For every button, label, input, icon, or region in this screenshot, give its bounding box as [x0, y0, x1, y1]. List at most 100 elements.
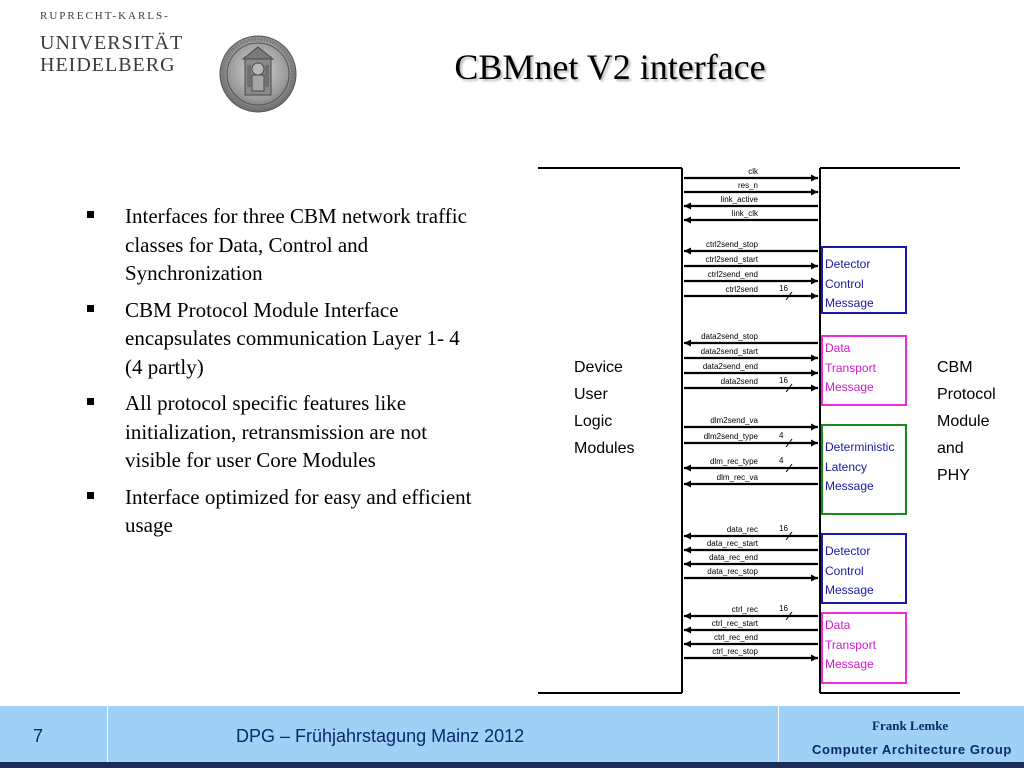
bus-width-slash — [785, 383, 793, 393]
bullet-text: CBM Protocol Module Interface encapsulat… — [125, 297, 460, 379]
interface-diagram-lines — [538, 167, 960, 694]
arrow-head-icon — [684, 339, 691, 347]
signal-label: data2send_stop — [701, 332, 758, 341]
arrow-head-icon — [684, 626, 691, 634]
conference-name: DPG – Frühjahrstagung Mainz 2012 — [236, 726, 525, 746]
bus-width-label: 4 — [779, 456, 784, 465]
university-name-line1: UNIVERSITÄT — [40, 32, 184, 54]
footer-divider — [107, 706, 108, 762]
signal-label: data_rec — [726, 525, 758, 534]
author-name: Frank Lemke — [872, 718, 949, 733]
university-logo: RUPRECHT-KARLS- UNIVERSITÄT HEIDELBERG — [40, 10, 200, 76]
signal-label: ctrl2send — [725, 285, 758, 294]
bus-width-label: 16 — [779, 604, 788, 613]
signal-label: res_n — [737, 181, 758, 190]
arrow-head-icon — [684, 216, 691, 224]
cbm-protocol-module-label: CBM Protocol Module and PHY — [937, 359, 996, 484]
arrow-head-icon — [811, 654, 818, 662]
bullet-square-icon — [87, 491, 94, 499]
bus-width-slash — [785, 438, 793, 448]
bus-width-slash — [785, 291, 793, 301]
signal-label: data2send_start — [700, 347, 758, 356]
page-number: 7 — [33, 726, 44, 746]
slide-title: CBMnet V2 interface — [454, 47, 766, 87]
bullet-item: All protocol specific features like init… — [85, 389, 475, 475]
message-box-label: Control — [825, 563, 864, 578]
bullet-item: CBM Protocol Module Interface encapsulat… — [85, 296, 475, 382]
signal-label: dlm2send_type — [703, 432, 758, 441]
arrow-head-icon — [811, 423, 818, 431]
bullet-item: Interface optimized for easy and efficie… — [85, 483, 475, 540]
arrow-head-icon — [811, 369, 818, 377]
message-box-label: Detector — [825, 544, 871, 558]
signal-label: ctrl2send_end — [707, 270, 758, 279]
message-box-label: Latency — [825, 459, 868, 474]
arrow-head-icon — [811, 262, 818, 270]
message-box-label: Message — [825, 583, 874, 597]
signal-label: clk — [748, 167, 758, 176]
arrow-head-icon — [684, 546, 691, 554]
message-box-label: Message — [825, 296, 874, 310]
message-box-label: Message — [825, 479, 874, 493]
arrow-head-icon — [811, 574, 818, 582]
message-box-label: Message — [825, 657, 874, 671]
bus-width-label: 16 — [779, 284, 788, 293]
signal-label: link_clk — [731, 209, 758, 218]
message-box-label: Detector — [825, 257, 871, 271]
arrow-head-icon — [811, 174, 818, 182]
message-box-label: Transport — [825, 360, 876, 375]
bullet-item: Interfaces for three CBM network traffic… — [85, 202, 475, 288]
bullet-list: Interfaces for three CBM network traffic… — [85, 202, 475, 548]
arrow-head-icon — [811, 354, 818, 362]
message-box-label: Data — [825, 341, 851, 355]
bullet-square-icon — [87, 304, 94, 312]
bullet-text: Interface optimized for easy and efficie… — [125, 484, 472, 538]
bus-width-label: 16 — [779, 376, 788, 385]
signal-label: ctrl_rec_stop — [712, 647, 758, 656]
bus-width-slash — [785, 531, 793, 541]
arrow-head-icon — [684, 612, 691, 620]
bullet-text: All protocol specific features like init… — [125, 391, 428, 472]
message-box-label: Data — [825, 618, 851, 632]
bullet-square-icon — [87, 398, 94, 405]
device-user-logic-label: Device User Logic Modules — [574, 359, 635, 457]
message-box-label: Transport — [825, 637, 876, 652]
signal-label: ctrl2send_start — [705, 255, 758, 264]
signal-label: ctrl_rec — [731, 605, 758, 614]
interface-diagram: Device User Logic Modules CBM Protocol M… — [530, 160, 996, 700]
footer-divider — [778, 706, 779, 762]
university-seal-icon — [219, 35, 297, 113]
bus-width-label: 4 — [779, 431, 784, 440]
signal-label: ctrl_rec_end — [713, 633, 758, 642]
arrow-head-icon — [811, 292, 818, 300]
signal-label: data2send — [720, 377, 758, 386]
bullet-square-icon — [87, 211, 94, 218]
footer-bottom-stripe — [0, 762, 1024, 768]
signal-label: data_rec_stop — [707, 567, 758, 576]
signal-label: link_active — [720, 195, 758, 204]
signal-label: ctrl_rec_start — [711, 619, 758, 628]
arrow-head-icon — [684, 560, 691, 568]
bus-width-label: 16 — [779, 524, 788, 533]
signal-label: dlm_rec_va — [716, 473, 758, 482]
arrow-head-icon — [811, 439, 818, 447]
footer-bar: 7 DPG – Frühjahrstagung Mainz 2012 Frank… — [0, 706, 1024, 762]
message-box-label: Control — [825, 276, 864, 291]
message-box-label: Deterministic — [825, 440, 895, 454]
signal-label: ctrl2send_stop — [705, 240, 758, 249]
group-name: Computer Architecture Group — [812, 742, 1012, 757]
bus-width-slash — [785, 611, 793, 621]
signal-label: dlm2send_va — [710, 416, 758, 425]
university-name-line2: HEIDELBERG — [40, 54, 176, 76]
arrow-head-icon — [811, 188, 818, 196]
university-name-top: RUPRECHT-KARLS- — [40, 10, 170, 22]
arrow-head-icon — [684, 532, 691, 540]
bullet-text: Interfaces for three CBM network traffic… — [125, 204, 467, 285]
arrow-head-icon — [684, 480, 691, 488]
bus-width-slash — [785, 463, 793, 473]
